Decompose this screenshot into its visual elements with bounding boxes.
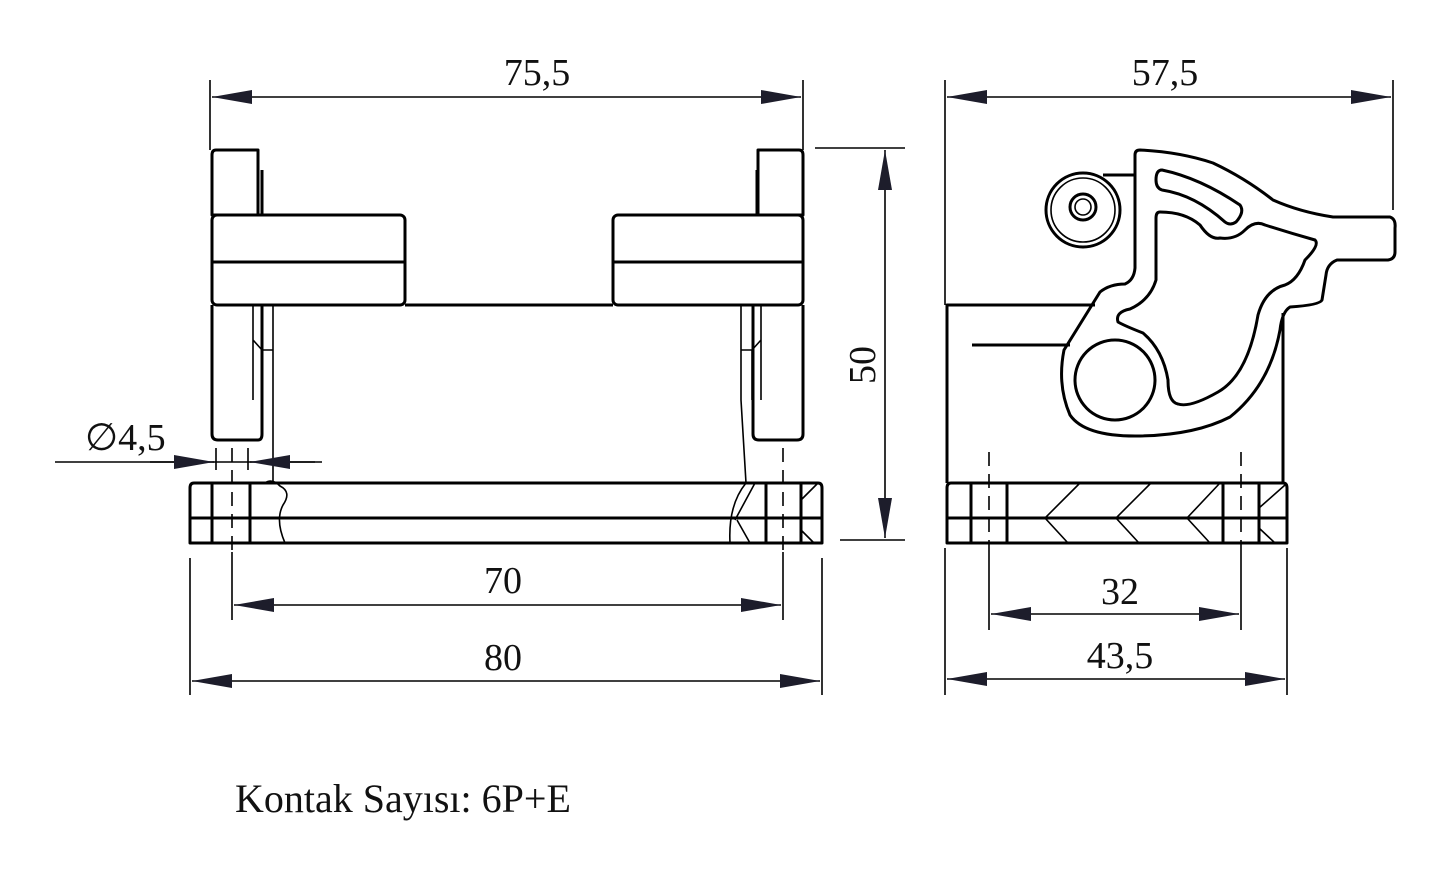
- dim-hole-diameter: ∅4,5: [85, 417, 166, 459]
- base-plate-side: [945, 481, 1289, 545]
- dim-side-base-width: 43,5: [1087, 635, 1154, 677]
- housing-body: [945, 303, 1285, 483]
- dim-hole-spacing: 70: [484, 560, 522, 602]
- extension-lines: [209, 80, 804, 150]
- dim-front-top: 75,5: [504, 52, 571, 94]
- roller: [1044, 171, 1135, 249]
- front-view: 75,5 50 ∅4,5 70 80: [55, 52, 905, 695]
- dim-base-width: 80: [484, 637, 522, 679]
- hole-centerlines-side: [988, 452, 1242, 552]
- dim-side-hole-spacing: 32: [1101, 571, 1139, 613]
- right-flange: [611, 148, 805, 442]
- pins: [252, 305, 762, 484]
- contact-count-note: Kontak Sayısı: 6P+E: [235, 776, 571, 821]
- dim-side-top: 57,5: [1132, 52, 1199, 94]
- base-plate: [188, 480, 824, 545]
- hole-centerlines: [231, 448, 784, 552]
- dim-height: 50: [842, 346, 884, 384]
- locking-lever[interactable]: [1060, 148, 1397, 438]
- side-view: 57,5 32 43,5: [944, 52, 1397, 695]
- left-flange: [210, 148, 407, 442]
